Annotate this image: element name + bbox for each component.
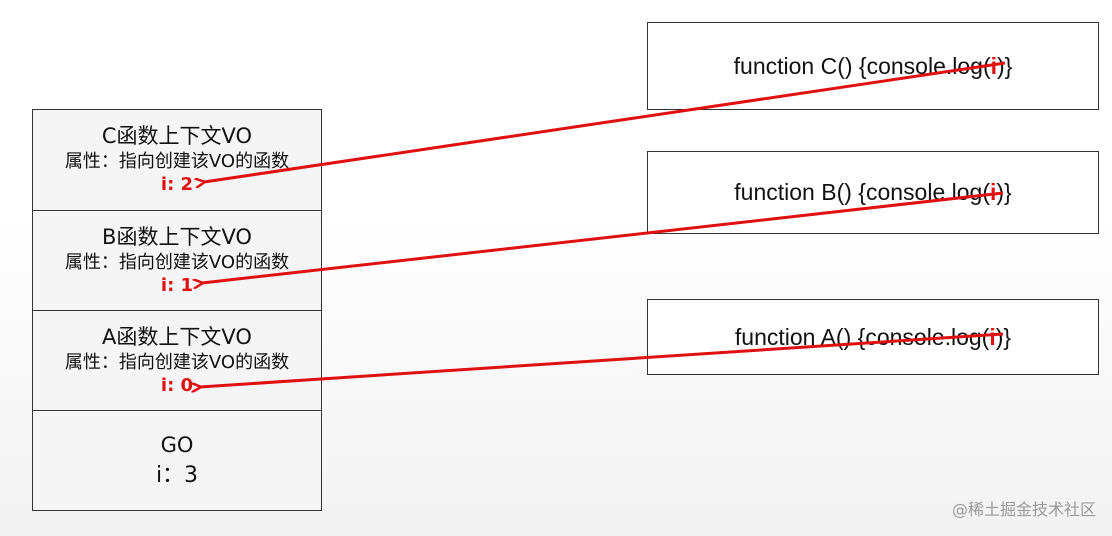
function-b-suffix: )} bbox=[996, 179, 1012, 205]
frame-a-value: i: 0 bbox=[160, 375, 194, 396]
stack-frame-c: C函数上下文VO 属性：指向创建该VO的函数 i: 2 bbox=[33, 110, 321, 211]
scope-stack: C函数上下文VO 属性：指向创建该VO的函数 i: 2 B函数上下文VO 属性：… bbox=[32, 109, 322, 511]
function-a-box: function A() {console.log(i)} bbox=[647, 299, 1099, 375]
arrow-b bbox=[202, 191, 1004, 283]
frame-a-title: A函数上下文VO bbox=[102, 325, 252, 349]
stack-frame-a: A函数上下文VO 属性：指向创建该VO的函数 i: 0 bbox=[33, 311, 321, 411]
stack-frame-b: B函数上下文VO 属性：指向创建该VO的函数 i: 1 bbox=[33, 211, 321, 311]
function-b-var: i bbox=[989, 179, 997, 205]
frame-b-title: B函数上下文VO bbox=[102, 225, 252, 249]
global-value: i：3 bbox=[155, 463, 199, 488]
frame-b-property: 属性：指向创建该VO的函数 bbox=[64, 252, 290, 273]
function-c-prefix: function C() {console.log( bbox=[733, 52, 991, 79]
frame-c-title: C函数上下文VO bbox=[101, 124, 253, 148]
function-a-suffix: )} bbox=[995, 323, 1012, 350]
global-object: GO i：3 bbox=[33, 411, 321, 510]
arrow-a bbox=[200, 332, 1004, 387]
global-title: GO bbox=[160, 433, 194, 457]
frame-c-property: 属性：指向创建该VO的函数 bbox=[64, 151, 290, 172]
frame-a-property: 属性：指向创建该VO的函数 bbox=[64, 352, 290, 373]
frame-c-value: i: 2 bbox=[160, 174, 194, 195]
frame-b-value: i: 1 bbox=[160, 275, 194, 296]
function-c-suffix: )} bbox=[997, 52, 1013, 79]
watermark: @稀土掘金技术社区 bbox=[951, 500, 1096, 519]
arrow-c bbox=[204, 61, 1006, 182]
function-a-var: i bbox=[989, 323, 996, 350]
